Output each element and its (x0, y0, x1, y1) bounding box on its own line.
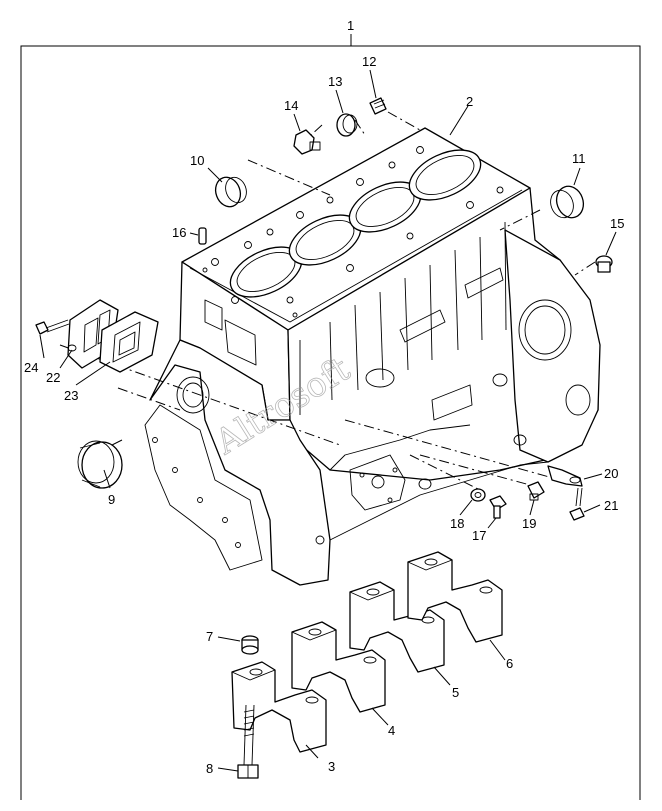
bolt-17 (489, 495, 507, 519)
callout-22: 22 (46, 370, 60, 385)
callout-16: 16 (172, 225, 186, 240)
welch-plug-left (214, 176, 247, 208)
callout-7: 7 (206, 629, 213, 644)
plug-19 (527, 481, 545, 501)
cup-plug-13 (336, 113, 358, 137)
camshaft-bushing (77, 440, 123, 489)
callout-17: 17 (472, 528, 486, 543)
callout-21: 21 (604, 498, 618, 513)
callout-20: 20 (604, 466, 618, 481)
assembly-label: 1 (347, 18, 354, 33)
leader-lines (39, 69, 617, 772)
cylinder-block (144, 127, 601, 586)
callout-5: 5 (452, 685, 459, 700)
callout-14: 14 (284, 98, 298, 113)
callout-15: 15 (610, 216, 624, 231)
callout-18: 18 (450, 516, 464, 531)
callout-6: 6 (506, 656, 513, 671)
bolt-21 (569, 487, 585, 521)
callout-12: 12 (362, 54, 376, 69)
callout-23: 23 (64, 388, 78, 403)
callout-24: 24 (24, 360, 38, 375)
threaded-plug-15 (595, 255, 613, 273)
callout-8: 8 (206, 761, 213, 776)
callout-19: 19 (522, 516, 536, 531)
threaded-plug-14 (293, 129, 321, 155)
assembly-bracket: 1 (20, 18, 641, 800)
dowel-sleeve (241, 635, 259, 655)
main-bearing-cap-3 (231, 661, 327, 753)
cover-bolt (35, 319, 77, 352)
welch-plug-right (550, 185, 585, 219)
callout-3: 3 (328, 759, 335, 774)
washer-18 (470, 488, 486, 502)
callout-2: 2 (466, 94, 473, 109)
main-cap-bolt (237, 704, 259, 779)
dowel-pin (198, 227, 207, 245)
main-bearing-cap-6 (407, 551, 503, 643)
threaded-plug-12 (369, 97, 387, 115)
callout-11: 11 (572, 151, 586, 166)
callout-9: 9 (108, 492, 115, 507)
bracket-20 (547, 465, 583, 487)
cover-gasket (99, 311, 159, 373)
callout-10: 10 (190, 153, 204, 168)
callout-labels: 2 3 4 5 6 7 8 9 10 11 12 13 14 15 16 17 … (24, 54, 624, 776)
callout-13: 13 (328, 74, 342, 89)
callout-4: 4 (388, 723, 395, 738)
